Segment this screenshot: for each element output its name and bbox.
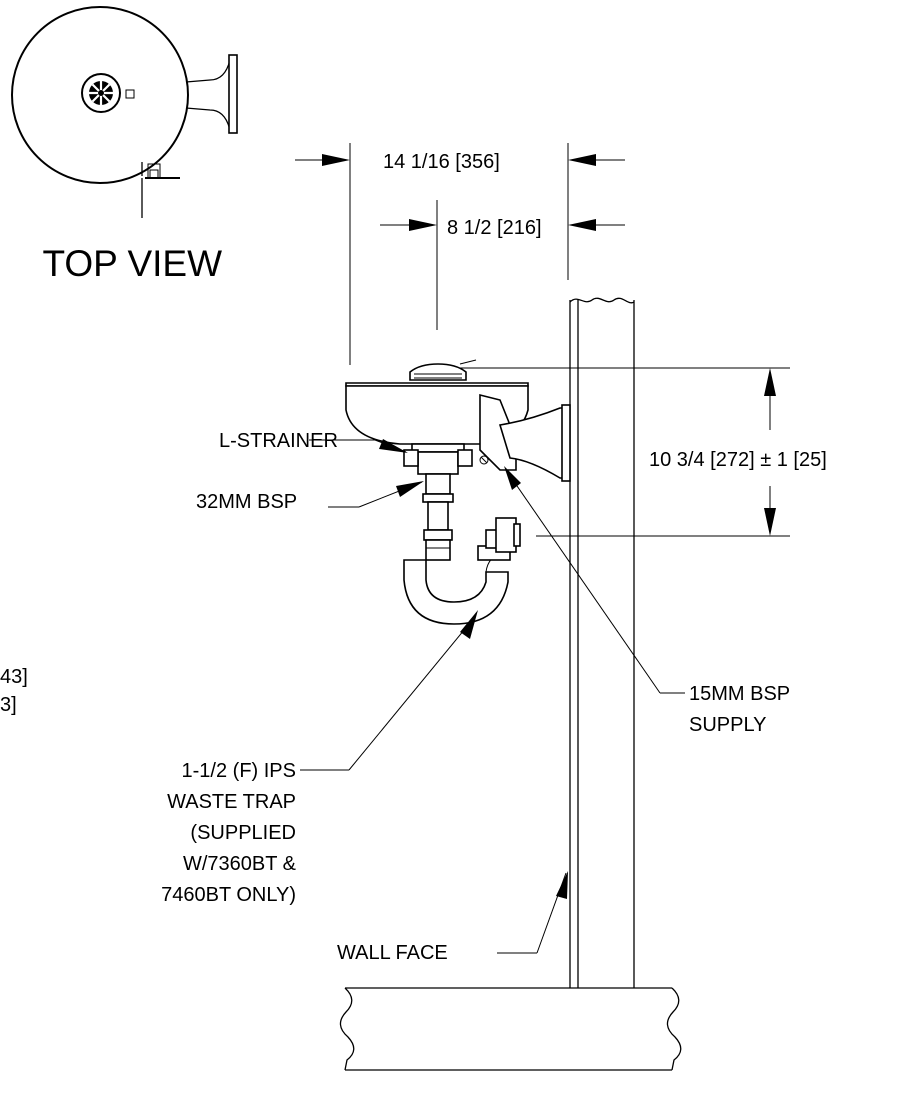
top-view: TOP VIEW: [11, 6, 238, 284]
cropped-edge-text: 43] 3]: [0, 666, 28, 716]
dimension-drain-offset: 8 1/2 [216]: [380, 200, 625, 330]
wall-face-label: WALL FACE: [337, 942, 448, 964]
callout-l-strainer: L-STRAINER: [219, 430, 408, 453]
eyewash-bowl-side: [345, 359, 571, 625]
drain-offset-label: 8 1/2 [216]: [447, 217, 542, 239]
trap-line5: 7460BT ONLY): [161, 884, 296, 906]
dimension-bowl-height: 10 3/4 [272] ± 1 [25]: [460, 367, 827, 537]
floor-section: [339, 987, 682, 1071]
cropped-text-2: 3]: [0, 694, 17, 716]
supply-line2: SUPPLY: [689, 714, 766, 736]
dimension-overall-width: 14 1/16 [356]: [295, 143, 625, 365]
supply-line1: 15MM BSP: [689, 683, 790, 705]
bsp-32-label: 32MM BSP: [196, 491, 297, 513]
top-view-supply-valve: [141, 162, 180, 218]
callout-32mm-bsp: 32MM BSP: [196, 481, 424, 513]
top-view-wall-bracket: [185, 54, 238, 134]
callout-wall-face: WALL FACE: [337, 871, 568, 964]
top-view-drain-icon: [81, 73, 135, 113]
wall-section: [569, 297, 635, 988]
trap-line2: WASTE TRAP: [167, 791, 296, 813]
trap-line1: 1-1/2 (F) IPS: [182, 760, 296, 782]
bowl-height-label: 10 3/4 [272] ± 1 [25]: [649, 449, 827, 471]
callout-waste-trap: 1-1/2 (F) IPS WASTE TRAP (SUPPLIED W/736…: [161, 610, 478, 906]
top-view-title: TOP VIEW: [42, 243, 222, 284]
top-view-bowl-circle: [11, 6, 189, 184]
trap-line4: W/7360BT &: [183, 853, 297, 875]
overall-width-label: 14 1/16 [356]: [383, 151, 500, 173]
trap-line3: (SUPPLIED: [190, 822, 296, 844]
cropped-text-1: 43]: [0, 666, 28, 688]
callout-15mm-supply: 15MM BSP SUPPLY: [504, 466, 790, 736]
l-strainer-label: L-STRAINER: [219, 430, 338, 452]
